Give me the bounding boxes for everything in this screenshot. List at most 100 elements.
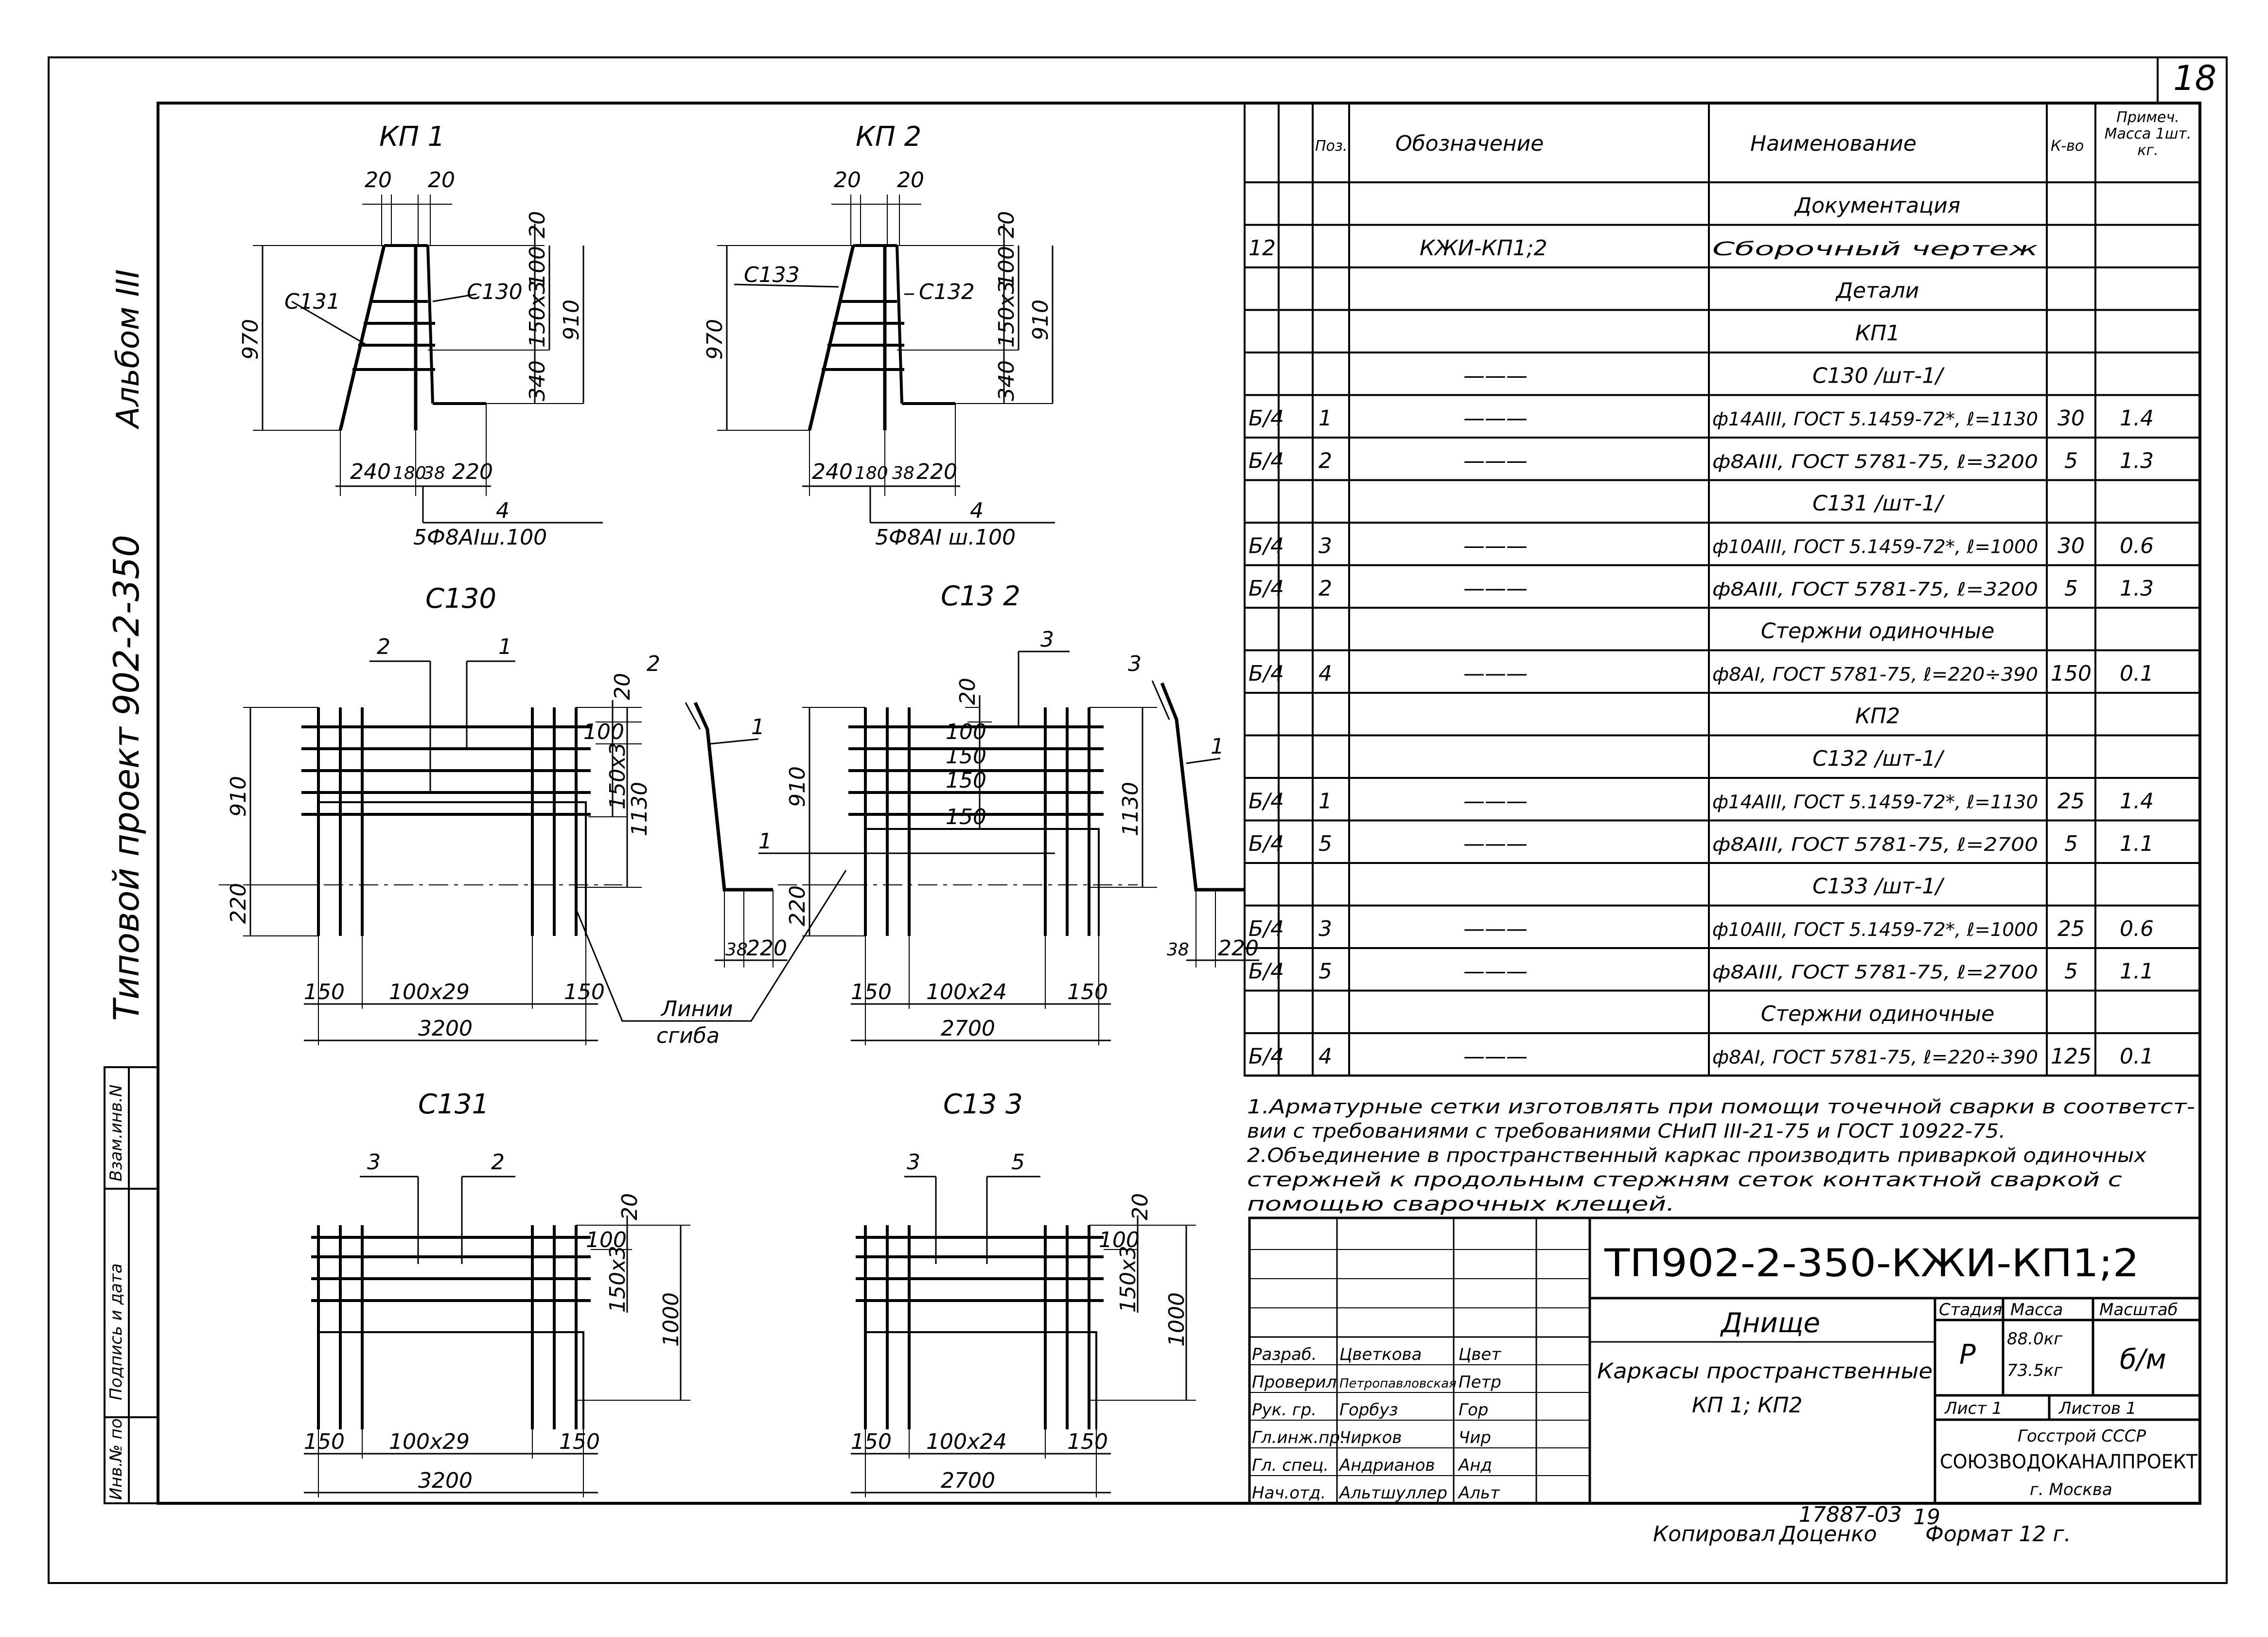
spec-header-note: Примеч. Масса 1шт. кг. bbox=[2104, 109, 2192, 159]
person-sign-1: Цвет bbox=[1459, 1345, 1501, 1364]
bend-lines-label-2: сгиба bbox=[656, 1023, 720, 1048]
kp1-dim-h100: 100 bbox=[525, 246, 550, 287]
spec-header-qty: К-во bbox=[2051, 138, 2084, 155]
drawing-c130 bbox=[219, 660, 642, 1045]
spec-cell-f: Б/4 bbox=[1248, 916, 1284, 941]
person-role-2: Проверил bbox=[1252, 1373, 1336, 1392]
spec-cell-qty: 25 bbox=[2057, 916, 2085, 941]
c131-dim-h1000: 1000 bbox=[659, 1292, 684, 1347]
kp1-dim-h910: 910 bbox=[559, 299, 584, 340]
spec-cell-f: Б/4 bbox=[1248, 449, 1284, 474]
title-block: ТП902-2-350-КЖИ-КП1;2 Днище Каркасы прос… bbox=[1248, 1216, 2201, 1505]
spec-cell-pos: 2 bbox=[1319, 576, 1332, 601]
c131-dim-h150x3: 150x3 bbox=[605, 1246, 630, 1313]
spec-cell-pos: 2 bbox=[1319, 449, 1332, 474]
spec-cell-mass: 0.6 bbox=[2120, 916, 2154, 941]
person-sign-5: Анд bbox=[1458, 1456, 1492, 1475]
spec-cell-qty: 5 bbox=[2064, 831, 2078, 856]
sheet-label: Лист 1 bbox=[1944, 1399, 2003, 1418]
kp2-label-c132: С132 bbox=[919, 280, 975, 304]
c130-dim-h220: 220 bbox=[226, 883, 251, 924]
spec-cell-pos: 4 bbox=[1319, 661, 1332, 686]
kp2-callout-text: 5Ф8АI ш.100 bbox=[875, 525, 1016, 550]
kp1-dim-b180: 180 bbox=[393, 463, 426, 483]
spec-cell-f: Б/4 bbox=[1248, 1044, 1284, 1069]
spec-cell-f: Б/4 bbox=[1248, 959, 1284, 984]
spec-cell-des: ——— bbox=[1463, 1044, 1528, 1069]
page-number: 19 bbox=[1913, 1505, 1940, 1530]
spec-cell-des: ——— bbox=[1463, 364, 1528, 388]
c132-title: С13 2 bbox=[941, 581, 1020, 612]
kp2-dim-h150x3: 150x3 bbox=[994, 281, 1019, 348]
c132-profile-pos-a: 3 bbox=[1128, 651, 1142, 676]
c132-dim-r1: 100 bbox=[946, 720, 986, 744]
spec-cell-qty: 5 bbox=[2064, 576, 2078, 601]
kp2-dim-20b: 20 bbox=[897, 168, 924, 193]
person-sign-3: Гор bbox=[1459, 1400, 1488, 1420]
sheet-number: 18 bbox=[2173, 58, 2216, 98]
spec-header-name: Наименование bbox=[1750, 131, 1916, 156]
drawing-code: ТП902-2-350-КЖИ-КП1;2 bbox=[1604, 1242, 2139, 1285]
c130-profile-b38: 38 bbox=[725, 940, 748, 960]
bend-lines-callout bbox=[575, 870, 847, 1022]
spec-cell-pos: 1 bbox=[1319, 789, 1332, 814]
c132-dim-h1130: 1130 bbox=[1118, 782, 1143, 836]
kp2-dim-b220: 220 bbox=[916, 459, 957, 484]
c130-dim-h20: 20 bbox=[610, 673, 635, 700]
mass-value-1: 88.0кг bbox=[2007, 1329, 2063, 1349]
kp2-dim-b180: 180 bbox=[855, 463, 888, 483]
spec-header-designation: Обозначение bbox=[1395, 131, 1544, 156]
spec-cell-f: 12 bbox=[1248, 236, 1276, 261]
c132-pos-top: 3 bbox=[1040, 627, 1054, 652]
note-line-3: 2.Объединение в пространственный каркас … bbox=[1247, 1144, 2146, 1167]
c133-dim-total: 2700 bbox=[941, 1468, 995, 1493]
spec-cell-pos: 1 bbox=[1319, 406, 1332, 431]
c131-dim-h20: 20 bbox=[617, 1193, 642, 1220]
spec-cell-des: ——— bbox=[1463, 576, 1528, 601]
drawing-c131 bbox=[304, 1176, 690, 1497]
spec-cell-des: ——— bbox=[1463, 661, 1528, 686]
spec-cell-mass: 1.3 bbox=[2120, 449, 2154, 474]
spec-cell-des: ——— bbox=[1463, 449, 1528, 474]
spec-cell-f: Б/4 bbox=[1248, 661, 1284, 686]
person-role-5: Гл. спец. bbox=[1252, 1456, 1329, 1475]
spec-cell-qty: 125 bbox=[2051, 1044, 2092, 1069]
c130-pos-b: 1 bbox=[498, 634, 512, 659]
person-name-5: Андрианов bbox=[1338, 1456, 1435, 1475]
order-number: 17887-03 bbox=[1799, 1502, 1902, 1527]
spec-cell-des: ——— bbox=[1463, 406, 1528, 431]
c133-dim-h150x3: 150x3 bbox=[1116, 1246, 1141, 1313]
person-role-1: Разраб. bbox=[1252, 1345, 1317, 1364]
kp2-dim-h100: 100 bbox=[994, 246, 1019, 287]
spec-cell-mass: 1.1 bbox=[2120, 831, 2154, 856]
spec-cell-name: КП1 bbox=[1855, 321, 1900, 346]
kp1-label-c130: С130 bbox=[467, 280, 523, 304]
c133-dim-h1000: 1000 bbox=[1164, 1292, 1189, 1347]
c130-dim-b150a: 150 bbox=[304, 980, 345, 1004]
copied-label: Копировал bbox=[1653, 1522, 1775, 1547]
person-name-3: Горбуз bbox=[1339, 1400, 1398, 1420]
spec-cell-qty: 30 bbox=[2057, 534, 2085, 559]
c130-texts: С130 2 1 20 100 150x3 910 220 1130 150 1… bbox=[226, 583, 787, 1041]
c133-texts: С13 3 3 5 20 100 150x3 1000 150 100x24 1… bbox=[851, 1089, 1189, 1493]
spec-cell-name: ф10АIII, ГОСТ 5.1459-72*, ℓ=1000 bbox=[1712, 536, 2038, 558]
spec-cell-qty: 5 bbox=[2064, 449, 2078, 474]
kp2-dim-h970: 970 bbox=[703, 319, 727, 360]
c130-title: С130 bbox=[425, 583, 496, 615]
spec-grid bbox=[1244, 102, 2201, 1077]
sheets-label: Листов 1 bbox=[2058, 1399, 2136, 1418]
kp2-texts: КП 2 20 20 20 100 150x3 340 910 970 240 … bbox=[703, 121, 1053, 550]
kp1-dim-b38: 38 bbox=[423, 463, 445, 483]
c131-dim-b150a: 150 bbox=[304, 1429, 345, 1454]
spec-cell-qty: 150 bbox=[2051, 661, 2092, 686]
spec-cell-mass: 0.6 bbox=[2120, 534, 2154, 559]
spec-cell-name: ф8АI, ГОСТ 5781-75, ℓ=220÷390 bbox=[1712, 664, 2038, 685]
spec-cell-qty: 5 bbox=[2064, 959, 2078, 984]
person-name-6: Альтшуллер bbox=[1338, 1483, 1447, 1503]
spec-cell-f: Б/4 bbox=[1248, 576, 1284, 601]
stamp-sign: Подпись и дата bbox=[106, 1263, 126, 1400]
c133-dim-b150a: 150 bbox=[851, 1429, 892, 1454]
spec-cell-qty: 25 bbox=[2057, 789, 2085, 814]
